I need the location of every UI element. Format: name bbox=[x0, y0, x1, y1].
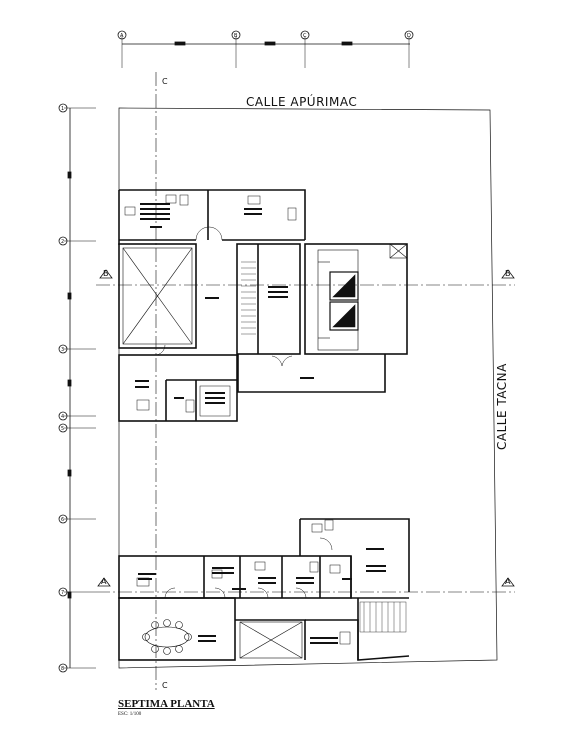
street-top-label: CALLE APÚRIMAC bbox=[246, 94, 357, 109]
drawing-title: SEPTIMA PLANTA bbox=[118, 698, 215, 710]
grid-bubble-a bbox=[117, 30, 127, 40]
grid-label-3: 3 bbox=[61, 347, 64, 353]
grid-bubble-d bbox=[404, 30, 414, 40]
lower-stair bbox=[359, 601, 407, 633]
section-mark-a-right: A bbox=[505, 577, 511, 586]
grid-label-4: 4 bbox=[61, 414, 64, 420]
grid-label-7: 7 bbox=[61, 590, 64, 596]
grid-label-a: A bbox=[120, 33, 124, 39]
section-mark-c-bottom: C bbox=[162, 681, 168, 690]
section-mark-c-top: C bbox=[162, 77, 168, 86]
grid-label-6: 6 bbox=[61, 517, 64, 523]
upper-block bbox=[118, 189, 408, 422]
grid-bubble-b bbox=[231, 30, 241, 40]
drawing-scale: ESC: 1/100 bbox=[118, 712, 142, 717]
grid-label-5: 5 bbox=[61, 426, 64, 432]
street-right-label: CALLE TACNA bbox=[495, 363, 509, 450]
grid-label-c: C bbox=[303, 33, 307, 39]
grid-bubble-c bbox=[300, 30, 310, 40]
grid-label-2: 2 bbox=[61, 239, 64, 245]
conference-table bbox=[142, 619, 192, 655]
section-mark-b-left: B bbox=[103, 269, 109, 278]
grid-label-8: 8 bbox=[61, 666, 64, 672]
grid-label-b: B bbox=[234, 33, 238, 39]
lower-block bbox=[118, 518, 410, 661]
elevator-core bbox=[317, 243, 408, 351]
upper-stair bbox=[241, 261, 256, 335]
section-mark-a-left: A bbox=[101, 577, 107, 586]
property-boundary bbox=[118, 107, 498, 669]
lower-furniture bbox=[136, 519, 351, 645]
grid-label-1: 1 bbox=[61, 106, 64, 112]
upper-furniture bbox=[124, 194, 297, 417]
grid-label-d: D bbox=[407, 33, 411, 39]
section-mark-b-right: B bbox=[505, 269, 511, 278]
